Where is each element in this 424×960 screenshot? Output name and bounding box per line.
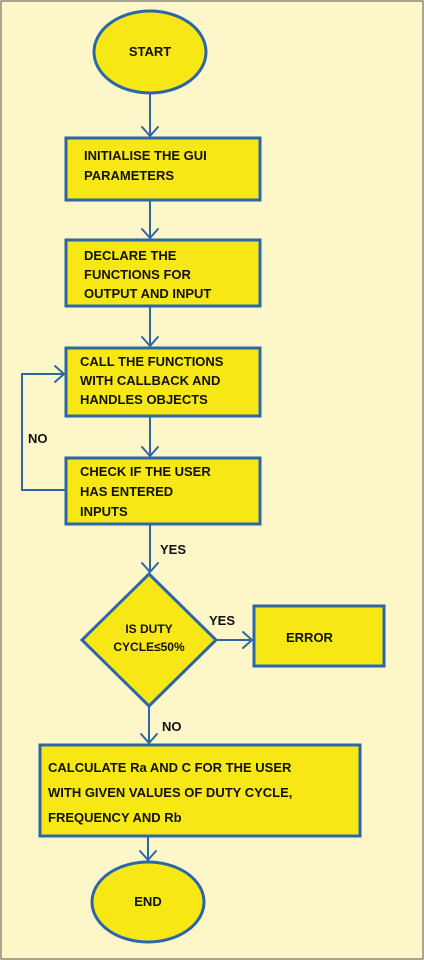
decision-line-2: CYCLE≤50% [113, 640, 185, 654]
connector-no-loop [21, 365, 66, 491]
declare-line-2: FUNCTIONS FOR [84, 267, 191, 282]
init-process-box [64, 136, 262, 202]
connector-call-check [141, 416, 159, 457]
call-functions-box [64, 346, 262, 418]
check-line-2: HAS ENTERED [80, 484, 173, 499]
calculate-line-3: FREQUENCY AND Rb [48, 810, 182, 825]
yes-to-error-label: YES [209, 613, 235, 628]
calculate-line-1: CALCULATE Ra AND C FOR THE USER [48, 760, 292, 775]
connector-start-init [141, 93, 159, 137]
check-line-1: CHECK IF THE USER [80, 464, 211, 479]
start-label: START [129, 44, 171, 59]
connector-check-decision [141, 524, 159, 573]
connector-init-declare [141, 200, 159, 239]
connector-calculate-end [139, 836, 157, 861]
connector-decision-error [216, 631, 253, 649]
declare-line-1: DECLARE THE [84, 248, 177, 263]
init-line-1: INITIALISE THE GUI [84, 148, 207, 163]
call-line-2: WITH CALLBACK AND [80, 373, 220, 388]
connector-declare-call [141, 306, 159, 347]
check-inputs-box [64, 456, 262, 526]
end-terminal [90, 860, 206, 944]
decision-line-1: IS DUTY [125, 622, 172, 636]
no-loop-label: NO [28, 431, 48, 446]
error-label: ERROR [286, 630, 334, 645]
declare-line-3: OUTPUT AND INPUT [84, 286, 211, 301]
declare-process-box [64, 238, 262, 308]
call-line-3: HANDLES OBJECTS [80, 392, 208, 407]
no-to-calculate-label: NO [162, 719, 182, 734]
connector-decision-calculate [140, 706, 158, 744]
calculate-box [38, 743, 362, 838]
yes-after-check-label: YES [160, 542, 186, 557]
call-line-1: CALL THE FUNCTIONS [80, 354, 224, 369]
calculate-line-2: WITH GIVEN VALUES OF DUTY CYCLE, [48, 785, 292, 800]
end-label: END [134, 894, 161, 909]
error-box [252, 604, 386, 668]
check-line-3: INPUTS [80, 504, 128, 519]
init-line-2: PARAMETERS [84, 168, 174, 183]
